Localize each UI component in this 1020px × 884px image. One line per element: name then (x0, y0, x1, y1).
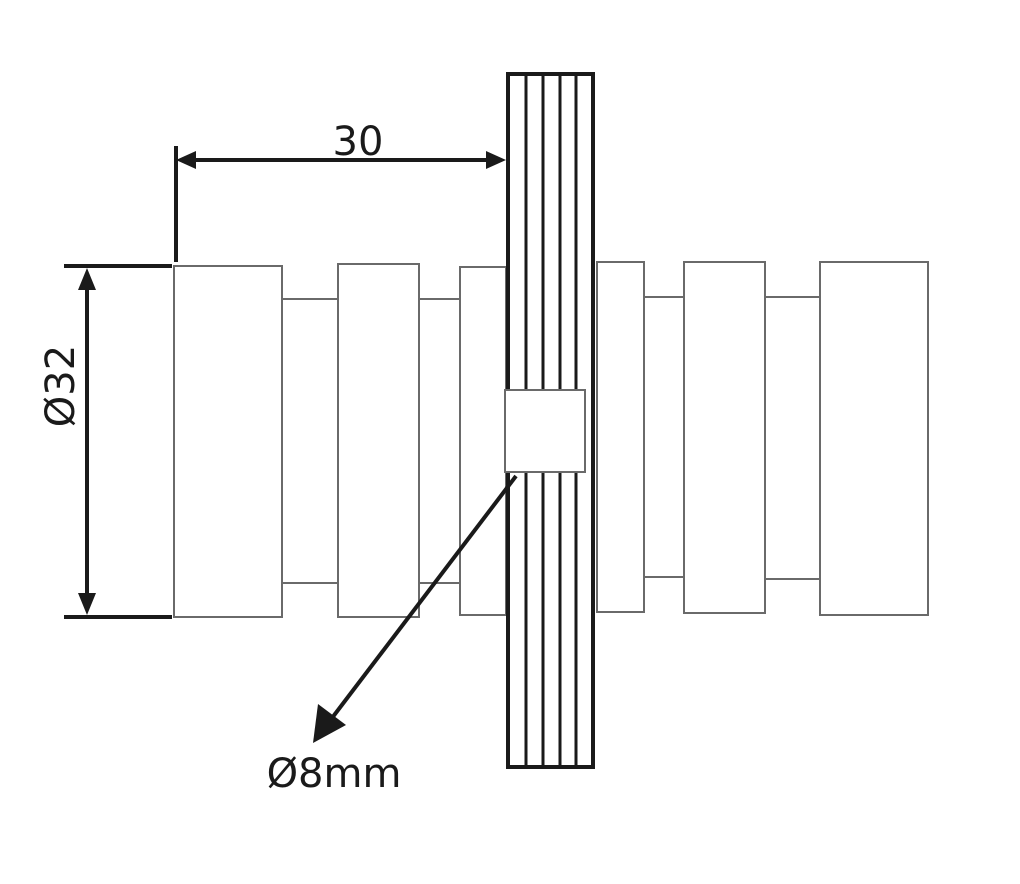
outer-diameter-label: Ø32 (38, 345, 84, 427)
right-neck-outer (763, 296, 823, 580)
length-label: 30 (333, 119, 384, 165)
hole-leader (313, 474, 518, 743)
right-middle-cap (683, 261, 766, 614)
hole-diameter-label: Ø8mm (267, 751, 402, 797)
left-middle-cap (337, 263, 420, 618)
left-inner-washer (459, 266, 507, 616)
left-outer-cap (173, 265, 283, 618)
right-inner-washer (596, 261, 645, 613)
length-dimension (174, 146, 506, 262)
bolt-through-glass (504, 389, 586, 473)
left-neck-outer (279, 298, 341, 584)
left-neck-inner (417, 298, 461, 584)
right-neck-inner (641, 296, 687, 578)
diameter-dimension (64, 264, 172, 619)
right-outer-cap (819, 261, 929, 616)
